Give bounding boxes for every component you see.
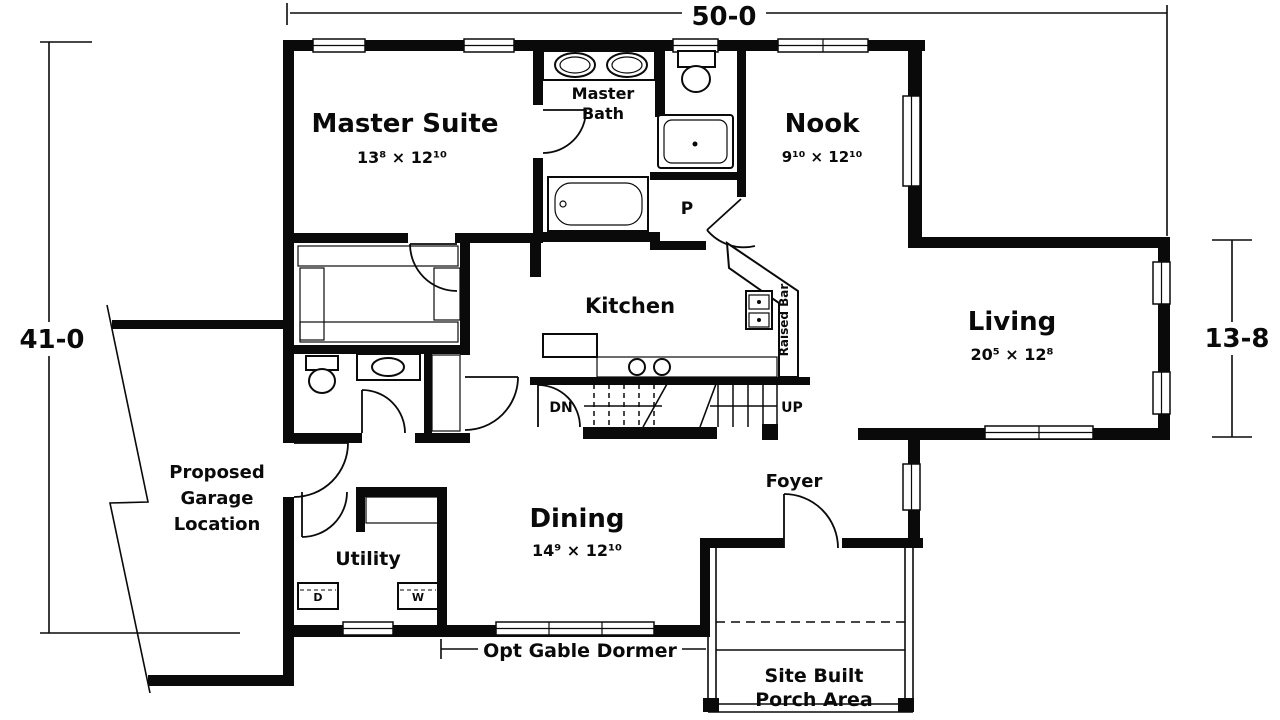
room-nook: Nook 9¹⁰ × 12¹⁰ xyxy=(782,109,863,166)
porch-post xyxy=(703,698,719,712)
window-vertical xyxy=(1152,261,1171,305)
hall-closet-door xyxy=(464,376,519,431)
porch xyxy=(703,548,914,713)
porch-label: Site Built Porch Area xyxy=(755,665,873,711)
master-suite-label: Master Suite xyxy=(311,109,498,139)
room-dining: Dining 14⁹ × 12¹⁰ xyxy=(529,504,624,560)
window xyxy=(463,38,515,53)
dimension-overall-width: 50-0 xyxy=(691,2,756,32)
washer-box xyxy=(397,582,439,610)
dining-label: Dining xyxy=(529,504,624,534)
utility-label: Utility xyxy=(335,548,401,570)
toilet xyxy=(305,355,339,394)
dormer-note-lines xyxy=(440,639,706,659)
toilet xyxy=(677,50,716,93)
utility-door xyxy=(301,491,348,538)
garage-label: Proposed Garage Location xyxy=(169,462,265,535)
dryer-label: D xyxy=(313,591,322,604)
double-vanity xyxy=(542,50,656,81)
nook-label: Nook xyxy=(785,109,860,139)
window xyxy=(312,38,366,53)
closet-shelving xyxy=(297,245,461,524)
master-bath-label-2: Bath xyxy=(582,104,624,123)
windows xyxy=(312,38,1171,636)
dryer-box xyxy=(297,582,339,610)
dimension-lines xyxy=(40,3,1252,634)
window xyxy=(672,38,719,53)
garage-label-3: Location xyxy=(174,514,261,535)
room-living: Living 20⁵ × 12⁸ xyxy=(968,307,1056,364)
living-size: 20⁵ × 12⁸ xyxy=(970,345,1053,364)
raised-bar-counter xyxy=(725,241,799,378)
garage-label-2: Garage xyxy=(180,488,253,509)
room-master-bath: Master Bath xyxy=(572,84,635,123)
basement-stair-door xyxy=(537,384,581,428)
front-door xyxy=(783,493,839,549)
window-double xyxy=(984,425,1094,440)
master-bath-door xyxy=(542,109,587,154)
stairs-up-label: UP xyxy=(781,400,803,416)
stairs-down-label: DN xyxy=(549,400,572,416)
pantry-door xyxy=(706,198,756,249)
porch-label-2: Porch Area xyxy=(755,689,873,711)
refrigerator xyxy=(542,333,598,358)
living-label: Living xyxy=(968,307,1056,337)
dormer-note: Opt Gable Dormer xyxy=(483,640,677,662)
vanity-sink xyxy=(356,353,421,381)
dimension-overall-depth: 41-0 xyxy=(19,325,84,355)
window-vertical xyxy=(902,463,921,511)
garage-break-line xyxy=(106,304,151,694)
window-vertical xyxy=(902,95,921,187)
dining-size: 14⁹ × 12¹⁰ xyxy=(532,541,622,560)
dimension-living-depth: 13-8 xyxy=(1204,324,1269,354)
walkin-closet-door xyxy=(409,243,458,292)
washer-label: W xyxy=(412,591,424,604)
bath2-door xyxy=(361,389,406,434)
window-double xyxy=(777,38,869,53)
raised-bar-label: Raised Bar xyxy=(777,284,791,357)
range xyxy=(745,290,773,330)
pantry-label: P xyxy=(681,199,693,219)
window-triple xyxy=(495,621,655,636)
stairs xyxy=(584,383,778,428)
window xyxy=(342,621,394,636)
shower xyxy=(656,98,734,169)
kitchen-label: Kitchen xyxy=(585,294,675,318)
fixtures xyxy=(297,50,799,610)
kitchen-counter xyxy=(596,356,778,378)
garage-label-1: Proposed xyxy=(169,462,265,483)
nook-size: 9¹⁰ × 12¹⁰ xyxy=(782,148,863,166)
window-vertical xyxy=(1152,371,1171,415)
doors xyxy=(293,109,839,549)
room-master-suite: Master Suite 13⁸ × 12¹⁰ xyxy=(311,109,498,167)
bathtub xyxy=(547,176,649,232)
porch-label-1: Site Built xyxy=(765,665,864,687)
porch-post xyxy=(898,698,914,712)
garage-entry-door xyxy=(293,442,349,498)
foyer-label: Foyer xyxy=(766,471,823,492)
master-suite-size: 13⁸ × 12¹⁰ xyxy=(357,148,447,167)
master-bath-label-1: Master xyxy=(572,84,635,103)
